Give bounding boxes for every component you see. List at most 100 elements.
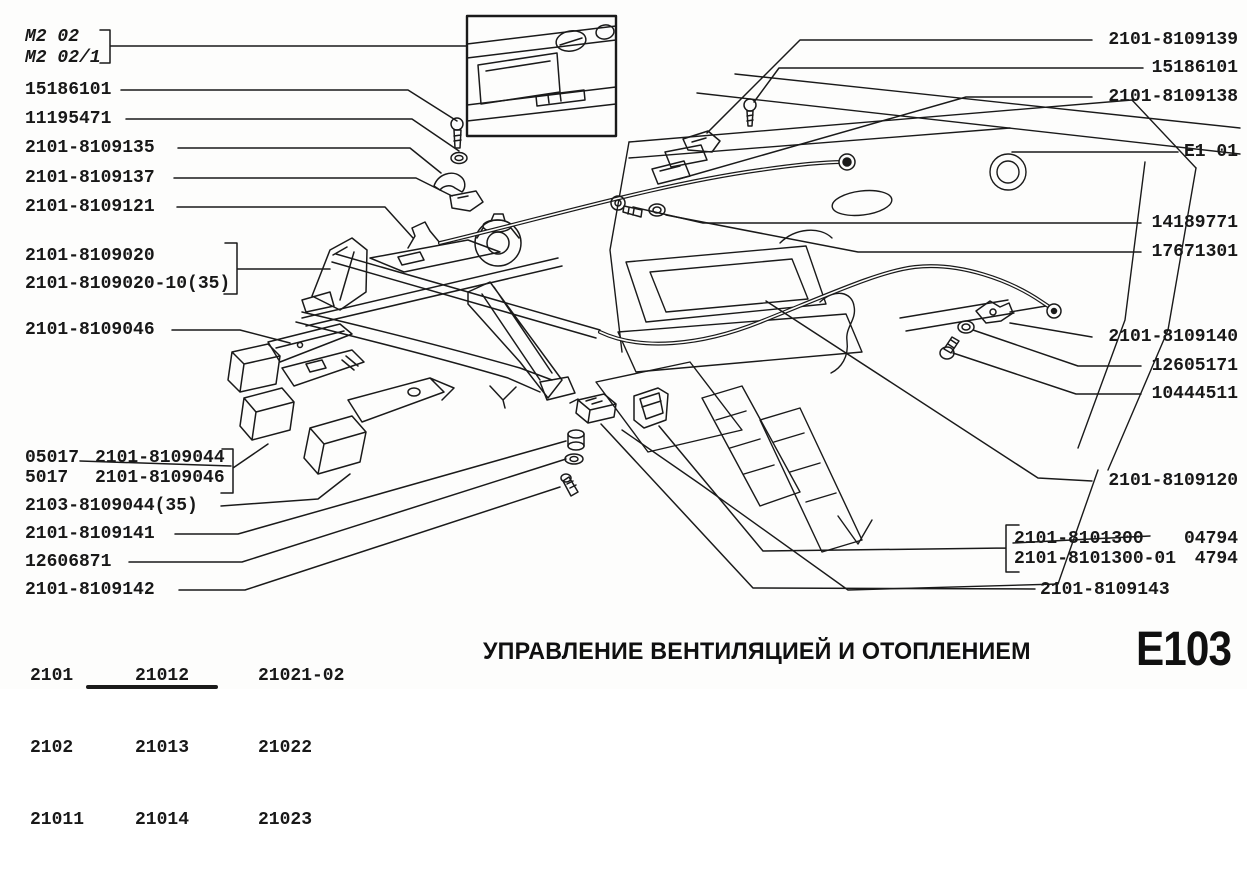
callout-2101-8109020: 2101-8109020	[25, 246, 155, 266]
leader-2101-8109046	[171, 329, 291, 344]
page-title: УПРАВЛЕНИЕ ВЕНТИЛЯЦИЕЙ И ОТОПЛЕНИЕМ	[483, 638, 1031, 665]
model-code: 21021-02	[258, 666, 345, 686]
blower-switch-2101-8101300	[633, 387, 669, 429]
callout-replacement-8109046: 5017 2101-8109046	[25, 467, 225, 489]
model-table-col2: 21012 21013 21014	[135, 616, 189, 880]
date-code: 4794	[1194, 549, 1238, 569]
inset-ref-line1: M2 02	[25, 27, 80, 47]
leader-2101-8109121	[176, 206, 414, 239]
screw-15186101	[450, 117, 464, 131]
oval-hole	[831, 189, 893, 217]
leader-2103-8109044	[220, 473, 351, 507]
model-code: 21014	[135, 810, 190, 830]
top-plate	[369, 239, 501, 273]
right-fasteners	[939, 300, 1014, 360]
leader-15186101-left	[120, 89, 458, 122]
leader-2101-8109140	[1009, 322, 1093, 338]
leader-8109044-group	[220, 443, 269, 494]
date-code: 05017	[25, 448, 80, 468]
lever-rod-2101-8109121	[407, 221, 441, 249]
bracket-right-leg	[467, 281, 563, 399]
model-code: 21013	[135, 738, 190, 758]
callout-2101-8109135: 2101-8109135	[25, 138, 155, 158]
date-code: 5017	[25, 468, 69, 488]
control-lever-bar	[301, 257, 563, 327]
control-levers	[227, 323, 455, 475]
model-code: 21023	[258, 810, 313, 830]
control-cables	[438, 153, 1062, 346]
callout-superseded-8109044: 05017 2101-8109044	[25, 447, 225, 469]
grommet-ring	[989, 153, 1027, 191]
bracket-left-leg	[311, 237, 368, 311]
leader-2101-8109142	[178, 486, 561, 591]
model-code: 21022	[258, 738, 313, 758]
washer-12606871	[564, 453, 584, 465]
callout-2101-8109020-10: 2101-8109020-10(35)	[25, 274, 231, 294]
heater-control-assembly	[295, 213, 601, 409]
callout-grid-ref-E1-01: E1 01	[1183, 142, 1238, 162]
struck-part-number: 2101-8109044	[95, 448, 225, 468]
lever-slider	[281, 349, 365, 387]
leader-2101-8109138	[678, 96, 1093, 180]
left-fasteners	[433, 117, 484, 212]
model-code: 21012	[135, 666, 190, 686]
screw-15186101	[743, 98, 757, 112]
sheet-code: E103	[1136, 623, 1232, 676]
bolt-10444511	[939, 346, 955, 360]
cable-eyelet	[1046, 303, 1062, 319]
callout-2101-8109140: 2101-8109140	[1108, 327, 1238, 347]
sleeve-2101-8109141	[567, 429, 585, 439]
leader-15186101-right	[753, 67, 1144, 103]
callout-2101-8109139: 2101-8109139	[1108, 30, 1238, 50]
callout-14189771: 14189771	[1151, 213, 1238, 233]
bolt-14189771	[610, 195, 626, 211]
dashboard-inset	[465, 14, 618, 138]
callout-2101-8109120: 2101-8109120	[1108, 471, 1238, 491]
model-table-col1: 2101 2102 21011	[30, 616, 84, 880]
model-code: 2102	[30, 738, 74, 758]
cable-eyelet	[838, 153, 856, 171]
callout-17671301: 17671301	[1151, 242, 1238, 262]
callout-2103-8109044: 2103-8109044(35)	[25, 496, 198, 516]
callout-15186101-right: 15186101	[1151, 58, 1238, 78]
nut-12605171	[957, 320, 975, 334]
mid-fasteners	[560, 429, 585, 497]
callout-2101-8109143: 2101-8109143	[1040, 580, 1170, 600]
leader-lines	[79, 29, 1179, 591]
callout-2101-8109121: 2101-8109121	[25, 197, 155, 217]
callout-2101-8109137: 2101-8109137	[25, 168, 155, 188]
model-table-col3: 21021-02 21022 21023	[258, 616, 344, 880]
connector-2101-8109143	[569, 393, 617, 424]
leader-2101-8109137	[173, 177, 453, 197]
lever-knob	[227, 343, 281, 393]
cable-drum	[474, 219, 522, 267]
part-number: 2101-8109046	[95, 468, 225, 488]
clamp-2101-8109139	[682, 130, 721, 153]
leader-11195471	[125, 118, 460, 152]
part-number: 2101-8101300-01	[1014, 549, 1177, 569]
lever-knob	[303, 415, 367, 475]
callout-15186101-left: 15186101	[25, 80, 112, 100]
callout-12605171: 12605171	[1151, 356, 1238, 376]
clamp-2101-8109140	[975, 300, 1014, 324]
lever-slider	[267, 323, 353, 363]
leader-2101-8109143	[600, 423, 1036, 590]
air-vent-icon	[595, 24, 615, 40]
leader-17671301	[665, 214, 1142, 253]
heater-control-slot	[535, 89, 586, 107]
air-vent-icon	[555, 30, 587, 52]
bracket-2101-8109138	[651, 160, 691, 185]
radiator-recess	[625, 245, 827, 323]
callout-10444511: 10444511	[1151, 384, 1238, 404]
callout-11195471: 11195471	[25, 109, 112, 129]
control-lever-bar	[331, 253, 601, 339]
callout-2101-8109138: 2101-8109138	[1108, 87, 1238, 107]
clamp-2101-8109135	[433, 172, 466, 193]
nut-17671301	[648, 203, 666, 217]
nut-11195471	[450, 151, 468, 165]
switch-parts	[569, 387, 669, 429]
screw-2101-8109142	[560, 473, 572, 483]
